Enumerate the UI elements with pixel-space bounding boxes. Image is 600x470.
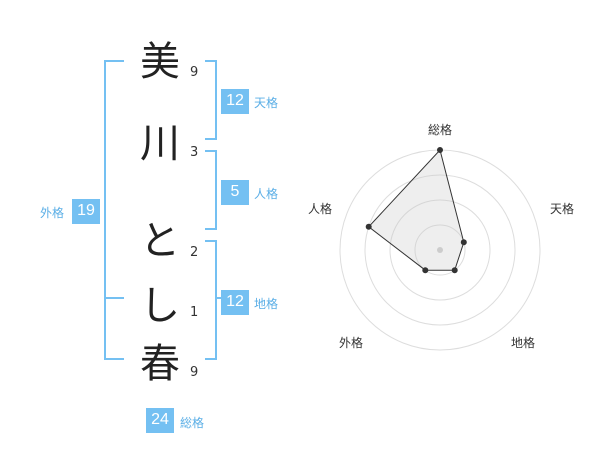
- jinkaku-label: 人格: [254, 187, 279, 201]
- stroke-count-1: 9: [190, 65, 199, 80]
- radar-data-area: [367, 148, 465, 271]
- radar-point-5: [365, 223, 372, 230]
- jinkaku-bracket: [205, 150, 217, 230]
- radar-axis-label-jinkaku: 人格: [308, 202, 333, 216]
- tenkaku-bracket: [205, 60, 217, 140]
- radar-grid-ring-1: [414, 224, 466, 276]
- name-char-2: 川: [140, 121, 180, 167]
- name-char-4: し: [140, 283, 180, 329]
- jinkaku-value: 5: [221, 180, 249, 205]
- stroke-count-3: 2: [190, 245, 199, 260]
- radar-grid-ring-3: [364, 174, 516, 326]
- radar-axis-label-gaikaku: 外格: [339, 336, 364, 350]
- chikaku-value: 12: [221, 290, 249, 315]
- stroke-count-4: 1: [190, 305, 199, 320]
- radar-axis-label-tenkaku: 天格: [550, 202, 575, 216]
- radar-point-2: [460, 239, 467, 246]
- soukaku-value: 24: [146, 408, 174, 433]
- gaikaku-bracket: [104, 60, 124, 360]
- stroke-count-5: 9: [190, 365, 199, 380]
- gaikaku-value: 19: [72, 199, 100, 224]
- name-char-3: と: [140, 218, 180, 264]
- chikaku-label: 地格: [254, 297, 279, 311]
- name-char-1: 美: [140, 39, 180, 85]
- radar-point-1: [437, 147, 443, 153]
- tenkaku-label: 天格: [254, 96, 279, 110]
- chikaku-bracket: [205, 240, 217, 360]
- gaikaku-label: 外格: [40, 206, 65, 220]
- radar-point-4: [422, 267, 429, 274]
- gaikaku-bracket-divider: [104, 297, 124, 299]
- radar-point-3: [451, 267, 458, 274]
- radar-axis-label-soukaku: 総格: [428, 123, 453, 137]
- radar-axis-label-chikaku: 地格: [511, 336, 536, 350]
- soukaku-label: 総格: [180, 416, 205, 430]
- stroke-count-2: 3: [190, 145, 199, 160]
- radar-center-dot: [437, 247, 443, 253]
- tenkaku-value: 12: [221, 89, 249, 114]
- name-char-5: 春: [140, 341, 180, 387]
- radar-grid-ring-2: [389, 199, 491, 301]
